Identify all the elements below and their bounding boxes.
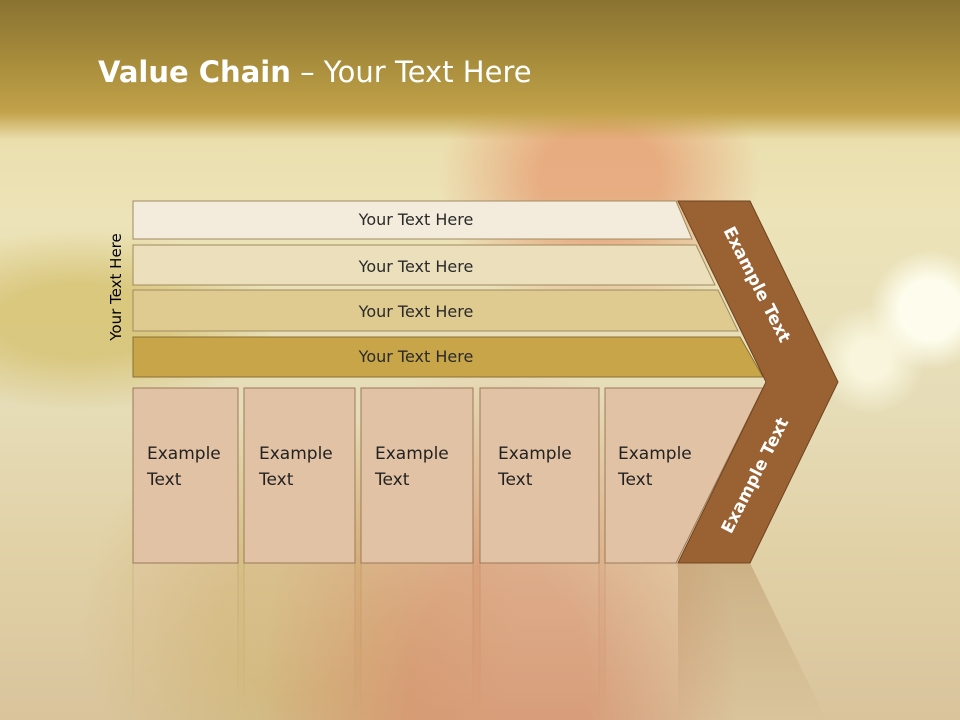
box-3-line2: Text: [374, 470, 410, 490]
bar-4-label: Your Text Here: [358, 347, 474, 366]
box-5-line2: Text: [617, 470, 653, 490]
box-1-line2: Text: [146, 470, 182, 490]
bar-2-label: Your Text Here: [358, 257, 474, 276]
bar-3: [132, 289, 739, 332]
bar-4: [132, 336, 764, 378]
box-5: [604, 387, 764, 564]
diagram-reflection: [132, 562, 827, 720]
box-4-line2: Text: [497, 470, 533, 490]
title-bar: [0, 0, 960, 140]
box-4-line1: Example: [498, 444, 572, 464]
box-1-line1: Example: [147, 444, 221, 464]
bar-1-label: Your Text Here: [358, 210, 474, 229]
slide-title-bold: Value Chain: [98, 55, 291, 89]
box-2-line1: Example: [259, 444, 333, 464]
bar-2: [132, 244, 716, 286]
slide-title: Value Chain – Your Text Here: [98, 55, 532, 89]
slide-title-rest: – Your Text Here: [290, 55, 532, 89]
bar-1: [132, 200, 693, 240]
box-2: [243, 387, 356, 564]
chevron: [677, 200, 839, 564]
bar-3-label: Your Text Here: [358, 302, 474, 321]
box-3: [360, 387, 474, 564]
box-2-line2: Text: [258, 470, 294, 490]
box-4: [479, 387, 600, 564]
box-1: [132, 387, 239, 564]
box-3-line1: Example: [375, 444, 449, 464]
box-5-line1: Example: [618, 444, 692, 464]
